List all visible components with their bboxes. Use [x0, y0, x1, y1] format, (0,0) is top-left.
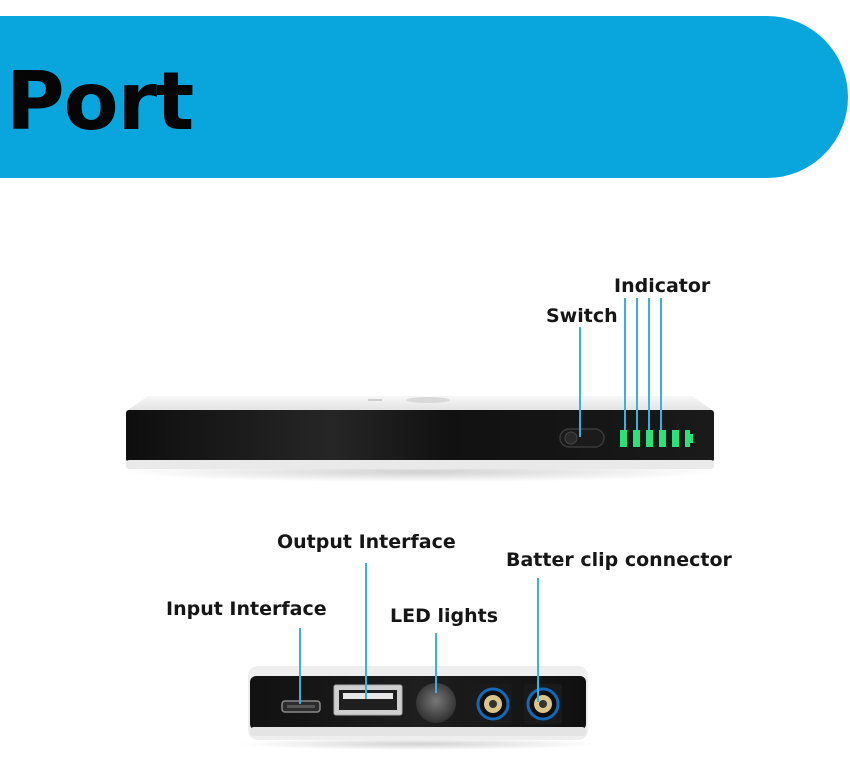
input-interface-label: Input Interface: [166, 598, 327, 620]
power-bank-front-view: [120, 396, 720, 482]
output-leader-line: [365, 563, 367, 699]
switch-leader-line: [579, 327, 581, 437]
usb-a-port: [333, 684, 403, 716]
output-interface-label: Output Interface: [277, 531, 456, 553]
led-light-lens: [416, 683, 456, 723]
indicator-leader-line: [624, 298, 626, 430]
led-lights-label: LED lights: [390, 605, 499, 627]
led-leader-line: [435, 633, 437, 693]
battery-indicator-leds: [620, 430, 693, 447]
header-banner: [0, 16, 848, 178]
power-bank-side-view: [238, 666, 598, 750]
micro-usb-port: [281, 700, 321, 713]
switch-label: Switch: [546, 305, 618, 327]
battery-clip-connectors: [474, 684, 562, 724]
indicator-leader-line: [648, 298, 650, 430]
clip-connector-label: Batter clip connector: [506, 549, 732, 571]
clip-leader-line: [537, 578, 539, 702]
indicator-leader-line: [660, 298, 662, 430]
indicator-leader-line: [636, 298, 638, 430]
input-leader-line: [299, 628, 301, 704]
indicator-label: Indicator: [614, 275, 711, 297]
page-title: Port: [6, 55, 194, 148]
